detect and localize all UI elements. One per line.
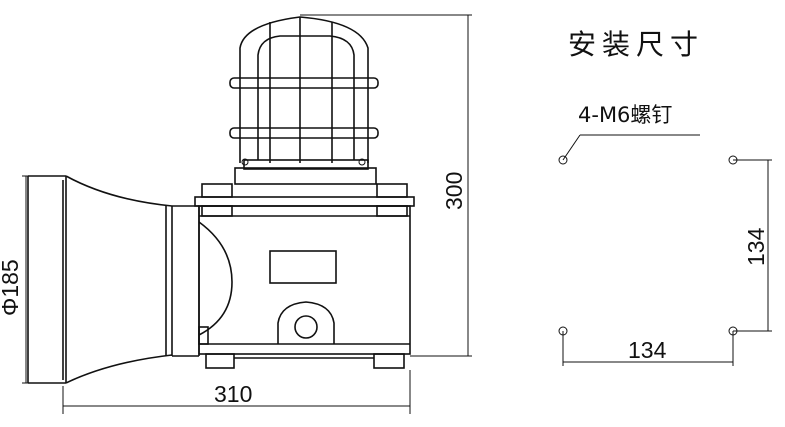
warning-lamp (229, 16, 379, 185)
dim-height-label: 300 (441, 172, 467, 210)
title: 安装尺寸 (568, 28, 704, 61)
mounting-hole-pattern (558, 134, 772, 366)
enclosure-body (194, 183, 415, 369)
dim-hole-horizontal-label: 134 (628, 337, 667, 363)
hole-top-left (558, 155, 568, 165)
dim-diameter-label: Φ185 (0, 259, 23, 316)
mounting-note: 4-M6螺钉 (578, 103, 672, 127)
nameplate (269, 250, 337, 284)
dim-hole-vertical-label: 134 (743, 227, 769, 266)
dim-width-label: 310 (214, 381, 252, 407)
dimension-lines (22, 14, 472, 414)
